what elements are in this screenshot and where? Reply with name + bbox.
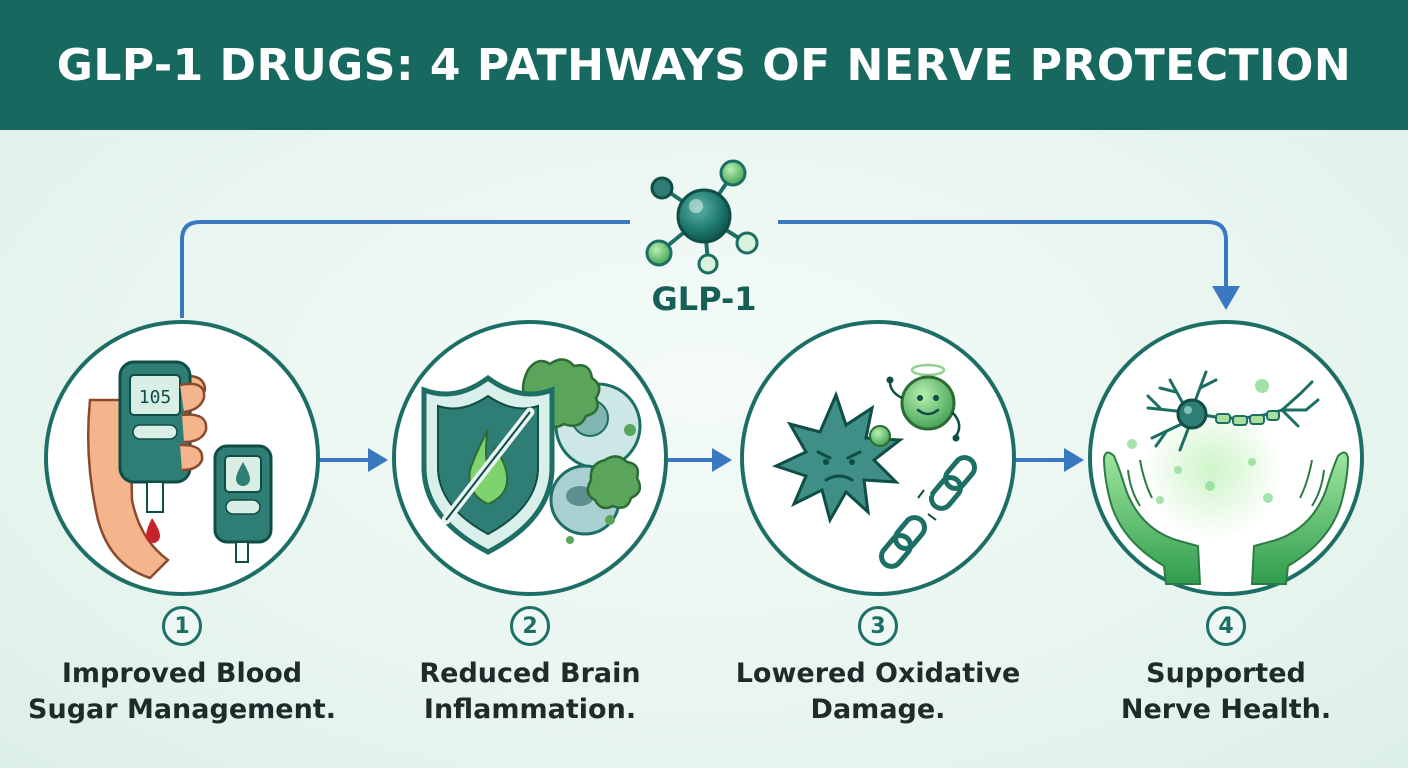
- step-3-label-line2: Damage.: [810, 694, 946, 725]
- step-3-number: 3: [858, 606, 898, 646]
- step-2-label-line2: Inflammation.: [423, 694, 637, 725]
- meter-reading: 105: [139, 387, 172, 408]
- step-4-label-line1: Supported: [1146, 658, 1306, 689]
- step-1-number: 1: [162, 606, 202, 646]
- connector-right-segment: [778, 220, 1228, 290]
- step-2-label: Reduced Brain Inflammation.: [360, 656, 700, 728]
- top-connector: [180, 220, 1240, 318]
- free-radical-icon: [771, 390, 905, 524]
- step-1-label-line1: Improved Blood: [61, 658, 303, 689]
- broken-chain-icon: [879, 455, 977, 569]
- antioxidant-icon: [900, 375, 956, 431]
- step-4-illustration: [1088, 320, 1364, 596]
- step-1-illustration: 105: [44, 320, 320, 596]
- page-title: GLP-1 DRUGS: 4 PATHWAYS OF NERVE PROTECT…: [56, 39, 1352, 91]
- step-3-illustration: [740, 320, 1016, 596]
- header-banner: GLP-1 DRUGS: 4 PATHWAYS OF NERVE PROTECT…: [0, 0, 1408, 130]
- step-1-label: Improved Blood Sugar Management.: [12, 656, 352, 728]
- break-sparks: [911, 493, 941, 513]
- step-3-label: Lowered Oxidative Damage.: [708, 656, 1048, 728]
- step-2-illustration: [392, 320, 668, 596]
- glp1-molecule-icon: [645, 159, 759, 275]
- connector-arrowhead: [1212, 286, 1240, 310]
- step-2-label-line1: Reduced Brain: [419, 658, 641, 689]
- step-3-label-line1: Lowered Oxidative: [735, 658, 1021, 689]
- connector-left-segment: [180, 220, 630, 318]
- step-4-label-line2: Nerve Health.: [1120, 694, 1332, 725]
- step-1-label-line2: Sugar Management.: [28, 694, 336, 725]
- step-arrows: [318, 448, 1084, 472]
- right-hand-icon: [1250, 451, 1350, 585]
- step-4-label: Supported Nerve Health.: [1056, 656, 1396, 728]
- left-hand-icon: [1102, 451, 1202, 585]
- step-2-number: 2: [510, 606, 550, 646]
- glp1-label: GLP-1: [651, 280, 757, 318]
- step-4-number: 4: [1206, 606, 1246, 646]
